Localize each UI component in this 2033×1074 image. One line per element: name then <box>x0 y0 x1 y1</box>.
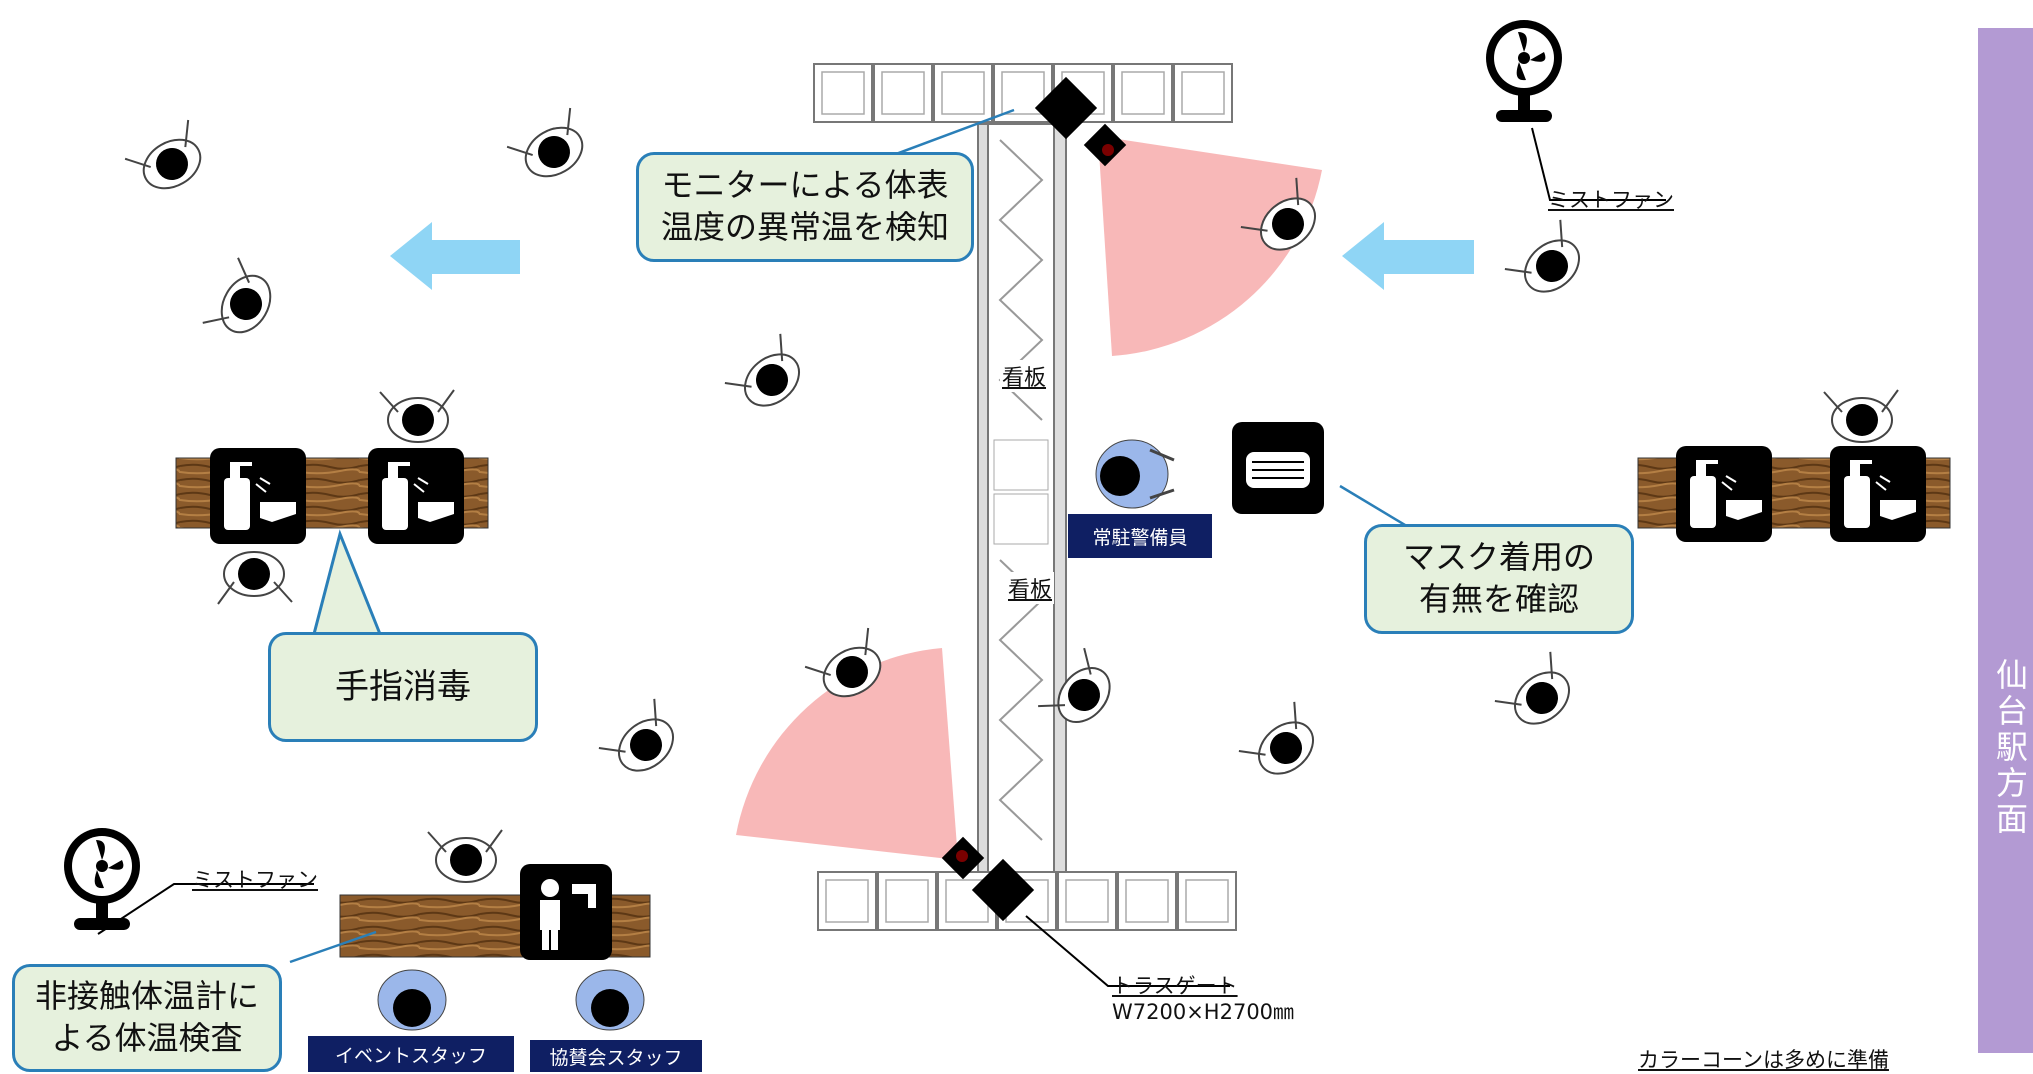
thermometer-person-icon <box>520 864 612 960</box>
sanitizer-icon <box>208 446 308 546</box>
label-truss-gate-size: W7200×H2700㎜ <box>1112 1000 1295 1024</box>
callout-mask-line1: マスク着用の <box>1402 538 1595 577</box>
fan-icon <box>1486 20 1562 122</box>
callout-monitor: モニターによる体表温度の異常温を検知 <box>636 152 974 262</box>
detection-zone-top <box>1098 136 1322 356</box>
callout-mask: マスク着用の有無を確認 <box>1364 524 1634 634</box>
staff-members <box>377 439 1175 1031</box>
signboard-label: 看板 <box>1000 360 1049 392</box>
camera-icon <box>1034 76 1127 167</box>
callout-thermometer-line1: 非接触体温計に <box>34 977 259 1016</box>
truss-gate <box>977 123 1067 873</box>
callout-thermometer-line2: よる体温検査 <box>51 1019 243 1057</box>
callout-sanitize-text: 手指消毒 <box>335 666 471 707</box>
truss-top <box>813 63 1233 123</box>
detection-zone-bottom <box>736 648 958 860</box>
badge-guard: 常駐警備員 <box>1068 514 1212 558</box>
signboard-label: 看板 <box>1006 572 1055 604</box>
leader-lines <box>289 108 1411 964</box>
callout-thermometer: 非接触体温計による体温検査 <box>12 964 282 1072</box>
label-mist-fan-top: ミストファン <box>1548 188 1674 212</box>
callout-pointer <box>312 529 382 635</box>
callout-mask-line2: 有無を確認 <box>1418 580 1579 618</box>
callout-monitor-line1: モニターによる体表 <box>661 166 949 205</box>
label-color-cone-note: カラーコーンは多めに準備 <box>1638 1048 1889 1072</box>
callout-sanitize: 手指消毒 <box>268 632 538 742</box>
arrow-left-icon <box>1342 222 1474 290</box>
sanitizer-icon <box>366 446 466 546</box>
sanitizer-icon <box>1674 444 1774 544</box>
arrow-left-icon <box>390 222 520 290</box>
callout-monitor-line2: 温度の異常温を検知 <box>660 208 949 246</box>
truss-bottom <box>817 871 1237 931</box>
mask-icon <box>1232 422 1324 514</box>
label-truss-gate: トラスゲート <box>1112 974 1238 998</box>
badge-event-staff: イベントスタッフ <box>308 1036 514 1072</box>
badge-sponsor-staff: 協賛会スタッフ <box>530 1040 702 1072</box>
direction-sidebar: 仙台駅方面 <box>1978 28 2033 1053</box>
sanitizer-icon <box>1828 444 1928 544</box>
label-mist-fan-bottom: ミストファン <box>192 868 318 892</box>
label-lines <box>97 127 1666 987</box>
